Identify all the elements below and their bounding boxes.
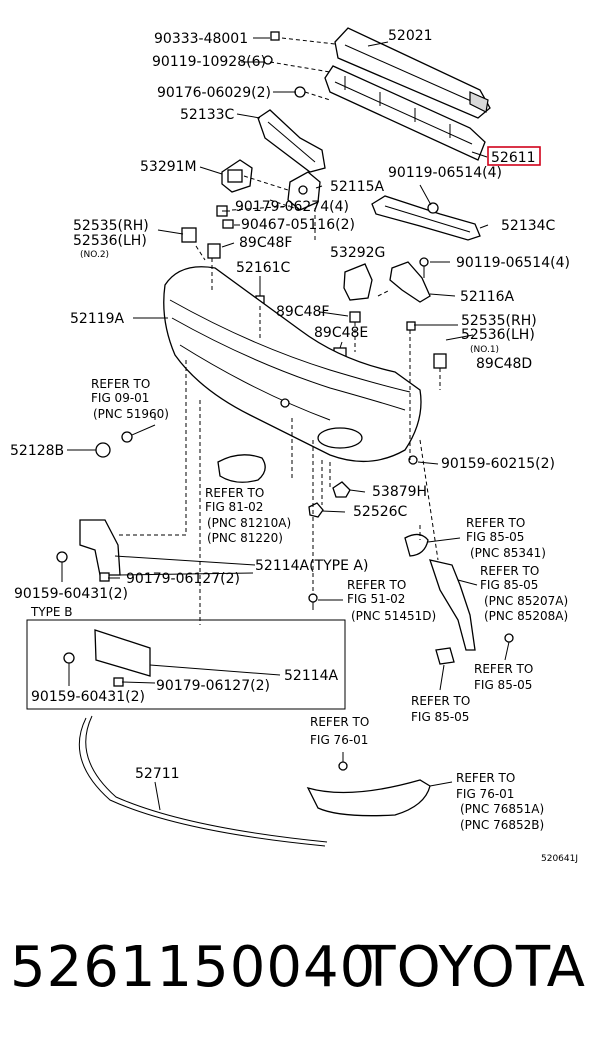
label-90333-48001: 90333-48001 bbox=[154, 31, 248, 47]
label-refer-7601a-line2: FIG 76-01 bbox=[310, 733, 368, 747]
label-53291m: 53291M bbox=[140, 159, 197, 175]
brand-title: TOYOTA bbox=[361, 935, 586, 1000]
label-52161c: 52161C bbox=[236, 260, 291, 276]
leader-lines bbox=[61, 37, 510, 811]
label-52526c: 52526C bbox=[353, 504, 408, 520]
label-90179-06274: 90179-06274(4) bbox=[235, 199, 349, 215]
bracket-52134c bbox=[371, 195, 481, 241]
label-52133c: 52133C bbox=[180, 107, 235, 123]
label-refer-8505d-line1: REFER TO bbox=[411, 694, 470, 708]
label-refer-0901-line1: REFER TO bbox=[91, 377, 150, 391]
label-89c48d: 89C48D bbox=[476, 356, 532, 372]
retainer-53292g bbox=[343, 263, 373, 301]
label-no2: (NO.2) bbox=[80, 250, 109, 260]
label-52114a-type-a: 52114A(TYPE A) bbox=[255, 558, 368, 574]
label-refer-8505b-line3: (PNC 85207A) bbox=[484, 594, 568, 608]
label-90467-05116: 90467-05116(2) bbox=[241, 217, 355, 233]
part-labels: 90333-48001 52021 90119-10928(6) 90176-0… bbox=[10, 28, 578, 864]
lower-spoiler-52711 bbox=[78, 715, 328, 847]
label-refer-8505d-line2: FIG 85-05 bbox=[411, 710, 469, 724]
label-refer-8505b-line2: FIG 85-05 bbox=[480, 578, 538, 592]
label-90119-10928: 90119-10928(6) bbox=[152, 54, 266, 70]
label-refer-7601a-line1: REFER TO bbox=[310, 715, 369, 729]
label-type-b: TYPE B bbox=[30, 605, 73, 619]
label-refer-5102-line2: FIG 51-02 bbox=[347, 592, 405, 606]
bolt-icon bbox=[419, 202, 439, 278]
label-refer-8102-line1: REFER TO bbox=[205, 486, 264, 500]
label-52128b: 52128B bbox=[10, 443, 64, 459]
license-bracket-type-a bbox=[56, 519, 121, 582]
label-53292g: 53292G bbox=[330, 245, 385, 261]
label-90179-06127-a: 90179-06127(2) bbox=[126, 571, 240, 587]
label-90176-06029: 90176-06029(2) bbox=[157, 85, 271, 101]
label-refer-0901-line2: FIG 09-01 bbox=[91, 391, 149, 405]
label-refer-8505b-line4: (PNC 85208A) bbox=[484, 609, 568, 623]
label-90179-06127-b: 90179-06127(2) bbox=[156, 678, 270, 694]
label-52114a: 52114A bbox=[284, 668, 339, 684]
label-52134c: 52134C bbox=[501, 218, 556, 234]
label-refer-8505a-line3: (PNC 85341) bbox=[470, 546, 546, 560]
support-52116a bbox=[389, 261, 431, 303]
reinforcement-beam-52021 bbox=[334, 27, 491, 119]
label-52119a: 52119A bbox=[70, 311, 125, 327]
license-bracket-type-b bbox=[63, 629, 151, 687]
label-refer-8102-line2: FIG 81-02 bbox=[205, 500, 263, 514]
fog-lamp bbox=[217, 454, 266, 483]
label-52536lh: 52536(LH) bbox=[73, 233, 147, 249]
label-refer-7601b-line2: FIG 76-01 bbox=[456, 787, 514, 801]
label-refer-8505c-line2: FIG 85-05 bbox=[474, 678, 532, 692]
label-no1: (NO.1) bbox=[470, 345, 499, 355]
diagram-code: 520641J bbox=[541, 854, 578, 864]
bolt-icon bbox=[308, 455, 418, 610]
label-52711: 52711 bbox=[135, 766, 180, 782]
label-89c48e: 89C48E bbox=[314, 325, 368, 341]
label-refer-8505a-line2: FIG 85-05 bbox=[466, 530, 524, 544]
label-refer-0901-line3: (PNC 51960) bbox=[93, 407, 169, 421]
tow-hook-cover-52128b bbox=[95, 424, 156, 458]
guide-dashes bbox=[118, 37, 441, 625]
retainer-53879h bbox=[332, 481, 351, 498]
label-refer-8505b-line1: REFER TO bbox=[480, 564, 539, 578]
retainer-53291m bbox=[221, 159, 253, 193]
energy-absorber-52611 bbox=[324, 65, 486, 161]
label-refer-5102-line1: REFER TO bbox=[347, 578, 406, 592]
highlight-box bbox=[487, 146, 541, 166]
label-refer-8102-line3: (PNC 81210A) bbox=[207, 516, 291, 530]
label-53879h: 53879H bbox=[372, 484, 427, 500]
label-52116a: 52116A bbox=[460, 289, 515, 305]
label-90119-06514-b: 90119-06514(4) bbox=[456, 255, 570, 271]
lower-molding bbox=[306, 761, 431, 817]
type-b-box bbox=[26, 619, 346, 710]
label-refer-5102-line3: (PNC 51451D) bbox=[351, 609, 436, 623]
part-number-title: 5261150040 bbox=[10, 935, 377, 1000]
label-89c48f-a: 89C48F bbox=[239, 235, 292, 251]
label-refer-8505c-line1: REFER TO bbox=[474, 662, 533, 676]
label-refer-7601b-line1: REFER TO bbox=[456, 771, 515, 785]
label-52535rh: 52535(RH) bbox=[73, 218, 149, 234]
fog-lamp-bracket bbox=[404, 533, 514, 665]
bumper-cover-52119a bbox=[163, 266, 422, 463]
bolt-52526c bbox=[308, 502, 324, 518]
label-52611-highlighted: 52611 bbox=[491, 150, 536, 166]
label-52115a: 52115A bbox=[330, 179, 385, 195]
label-52021: 52021 bbox=[388, 28, 433, 44]
label-89c48f-b: 89C48F bbox=[276, 304, 329, 320]
label-refer-7601b-line4: (PNC 76852B) bbox=[460, 818, 544, 832]
label-90159-60431-a: 90159-60431(2) bbox=[14, 586, 128, 602]
support-52115a bbox=[287, 171, 321, 211]
label-52535rh-b: 52535(RH) bbox=[461, 313, 537, 329]
label-refer-7601b-line3: (PNC 76851A) bbox=[460, 802, 544, 816]
label-52536lh-b: 52536(LH) bbox=[461, 327, 535, 343]
label-90159-60215: 90159-60215(2) bbox=[441, 456, 555, 472]
label-90159-60431-b: 90159-60431(2) bbox=[31, 689, 145, 705]
label-90119-06514-a: 90119-06514(4) bbox=[388, 165, 502, 181]
bracket-52133c bbox=[257, 109, 326, 173]
label-refer-8102-line4: (PNC 81220) bbox=[207, 531, 283, 545]
label-refer-8505a-line1: REFER TO bbox=[466, 516, 525, 530]
